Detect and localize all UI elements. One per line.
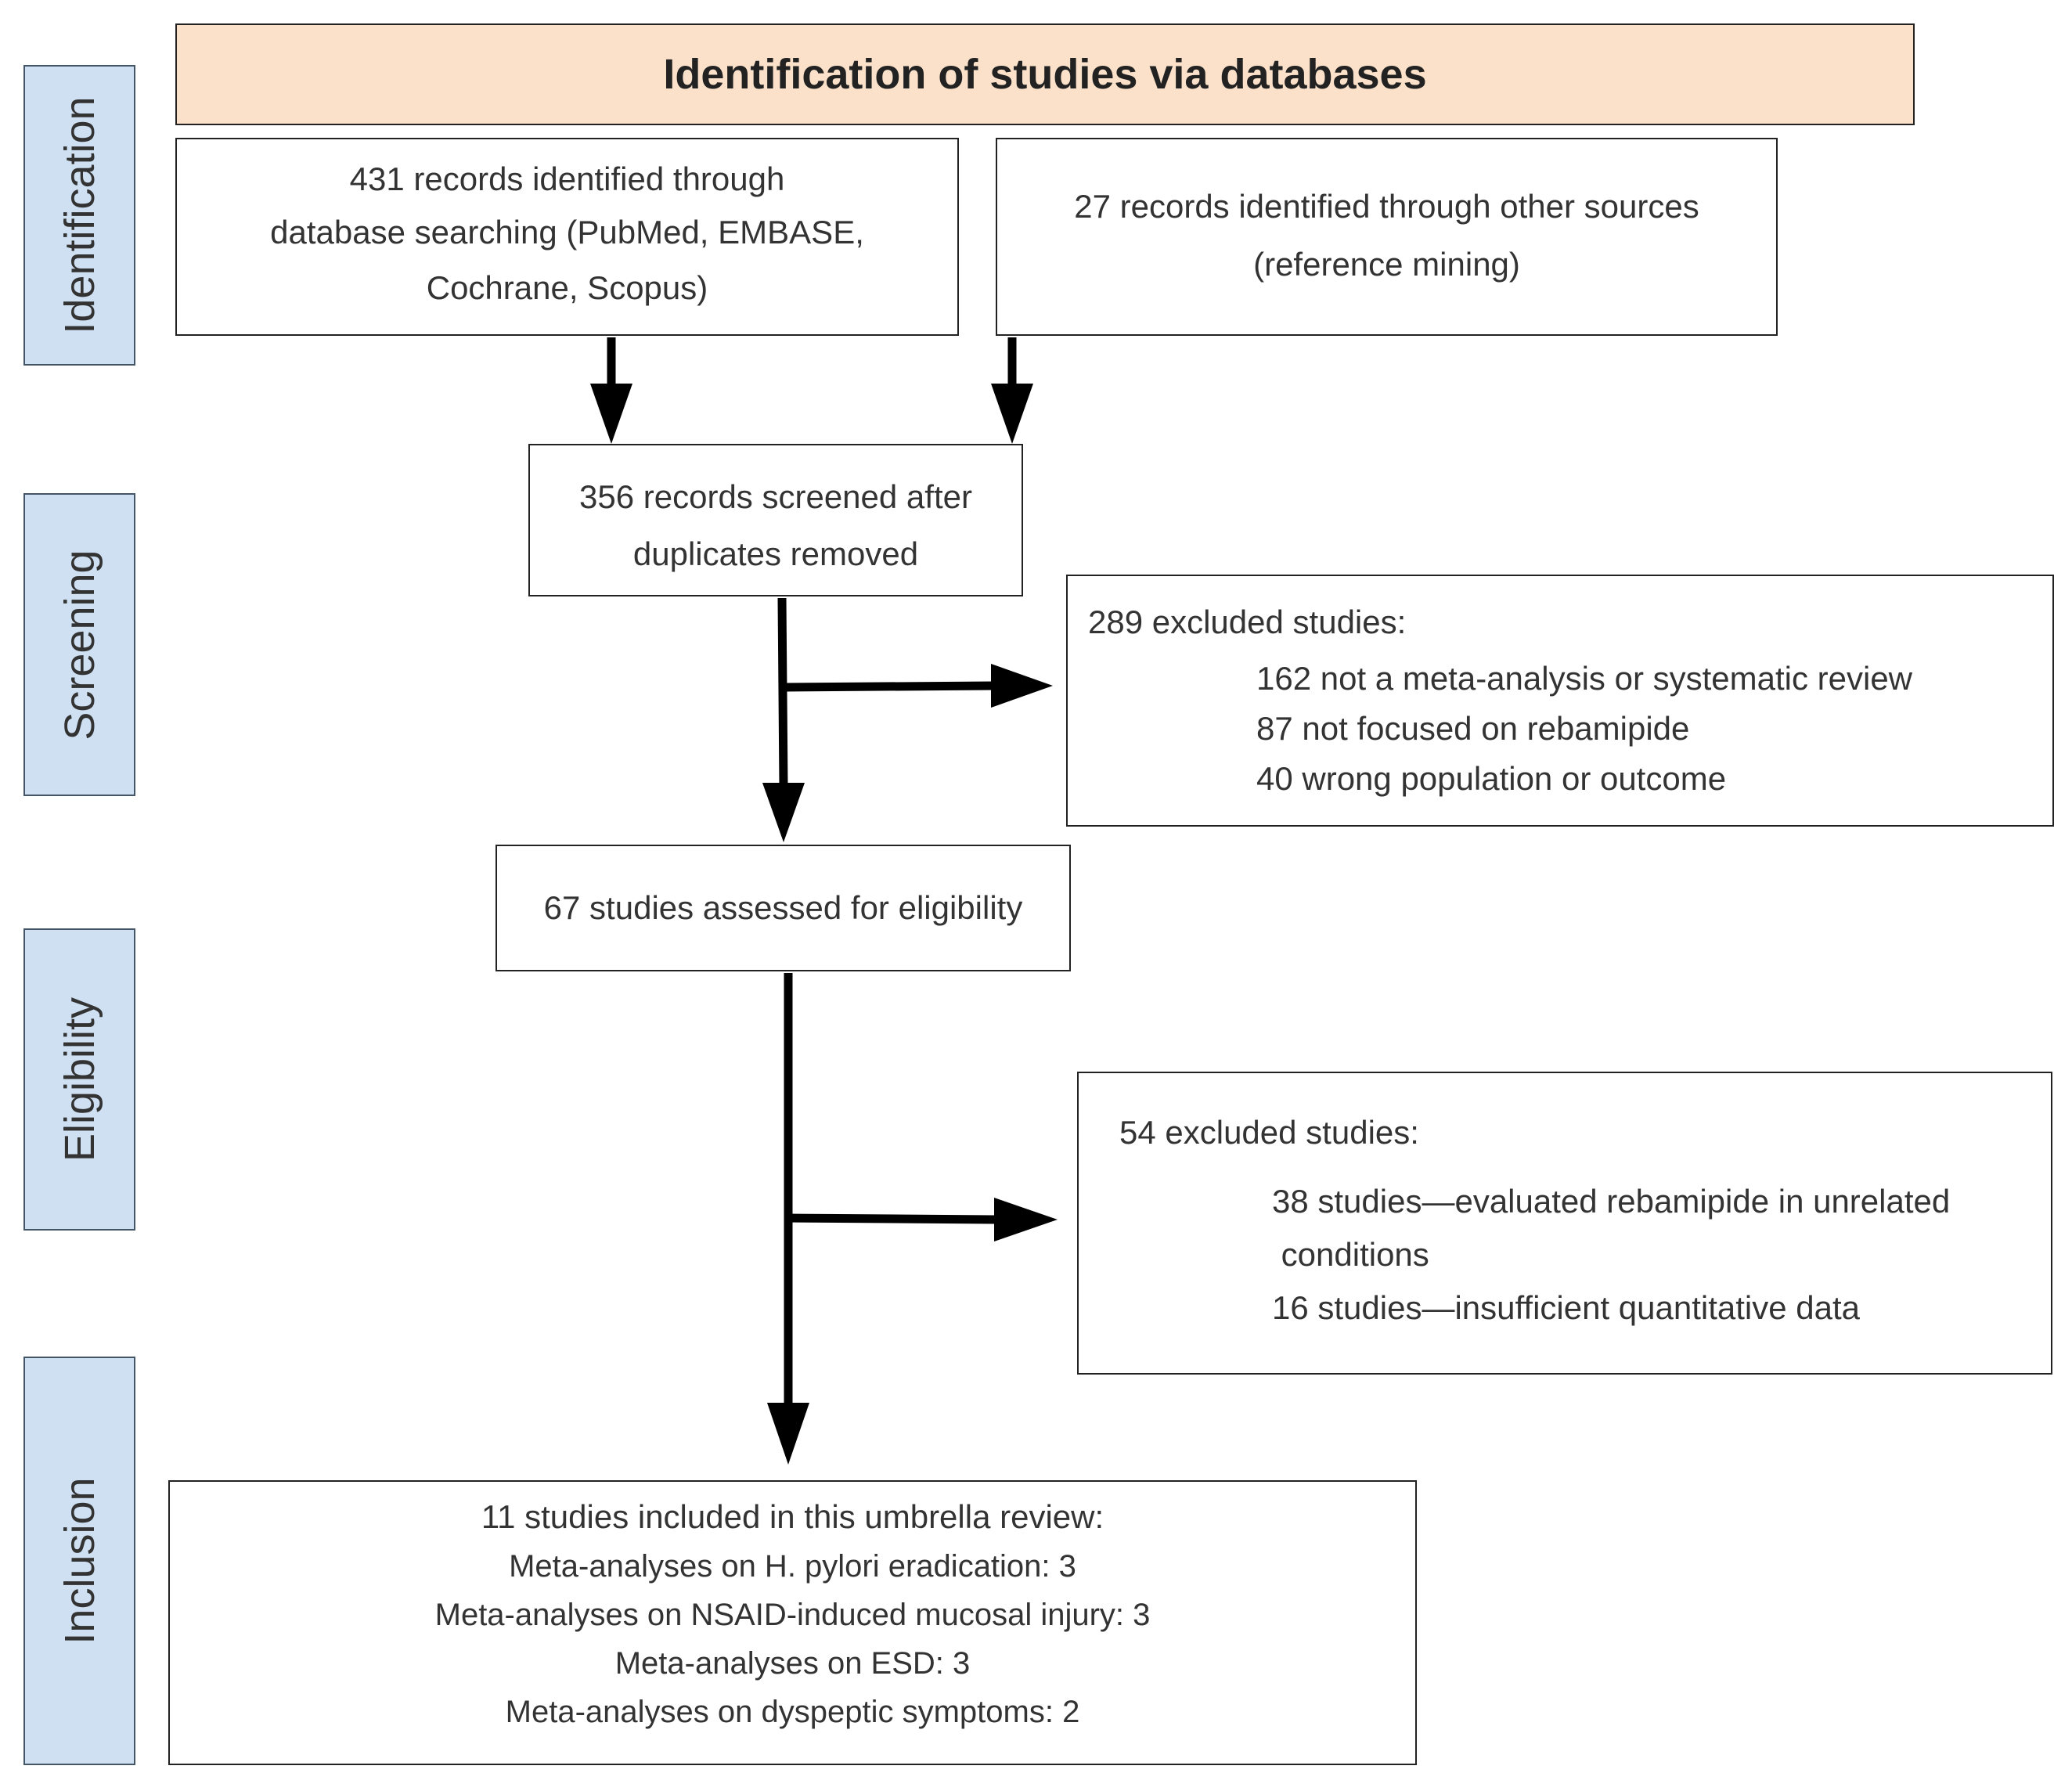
included-item: Meta-analyses on dyspeptic symptoms: 2 (505, 1695, 1080, 1729)
excluded-item: 16 studies—insufficient quantitative dat… (1272, 1289, 1861, 1326)
other-sources-box: 27 records identified through other sour… (996, 138, 1778, 336)
connector-line (783, 681, 995, 692)
box-text-line: 356 records screened after (579, 478, 972, 515)
phase-screening: Screening (23, 493, 135, 796)
included-item: Meta-analyses on NSAID-induced mucosal i… (434, 1598, 1151, 1632)
box-text-line: 27 records identified through other sour… (1074, 188, 1699, 225)
box-text-line: database searching (PubMed, EMBASE, (270, 214, 864, 250)
box-text-line: 67 studies assessed for eligibility (543, 889, 1023, 926)
excluded-title: 54 excluded studies: (1119, 1114, 1419, 1151)
connector-line (787, 1213, 999, 1224)
excluded-item: 38 studies—evaluated rebamipide in unrel… (1272, 1183, 1951, 1220)
screening-excluded-box: 289 excluded studies: 162 not a meta-ana… (1066, 575, 2054, 827)
records-screened-box: 356 records screened after duplicates re… (528, 444, 1023, 596)
arrow-head (991, 664, 1053, 708)
arrow-head (994, 1198, 1058, 1241)
included-studies-box: 11 studies included in this umbrella rev… (168, 1480, 1417, 1765)
arrow-head (590, 384, 632, 444)
excluded-item: 87 not focused on rebamipide (1256, 710, 1690, 747)
excluded-title: 289 excluded studies: (1088, 604, 1407, 640)
included-item: Meta-analyses on ESD: 3 (614, 1646, 971, 1681)
title-banner: Identification of studies via databases (175, 23, 1915, 125)
phase-eligibility: Eligibility (23, 928, 135, 1231)
excluded-item: conditions (1272, 1236, 1429, 1273)
box-text-line: (reference mining) (1253, 246, 1520, 283)
phase-inclusion: Inclusion (23, 1357, 135, 1765)
included-item: Meta-analyses on H. pylori eradication: … (509, 1549, 1076, 1584)
excluded-item: 162 not a meta-analysis or systematic re… (1256, 660, 1913, 697)
diagram-title: Identification of studies via databases (663, 51, 1427, 98)
eligibility-assessed-box: 67 studies assessed for eligibility (495, 845, 1071, 971)
arrow-head (991, 384, 1033, 444)
included-title: 11 studies included in this umbrella rev… (481, 1498, 1104, 1535)
connector-line (777, 597, 788, 787)
database-records-box: 431 records identified through database … (175, 138, 959, 336)
arrow-head (762, 783, 805, 842)
phase-identification: Identification (23, 65, 135, 366)
excluded-item: 40 wrong population or outcome (1256, 760, 1727, 797)
box-text-line: duplicates removed (632, 535, 919, 572)
eligibility-excluded-box: 54 excluded studies: 38 studies—evaluate… (1077, 1072, 2052, 1375)
box-text-line: Cochrane, Scopus) (426, 269, 708, 306)
arrow-head (767, 1403, 809, 1465)
box-text-line: 431 records identified through (349, 160, 785, 197)
